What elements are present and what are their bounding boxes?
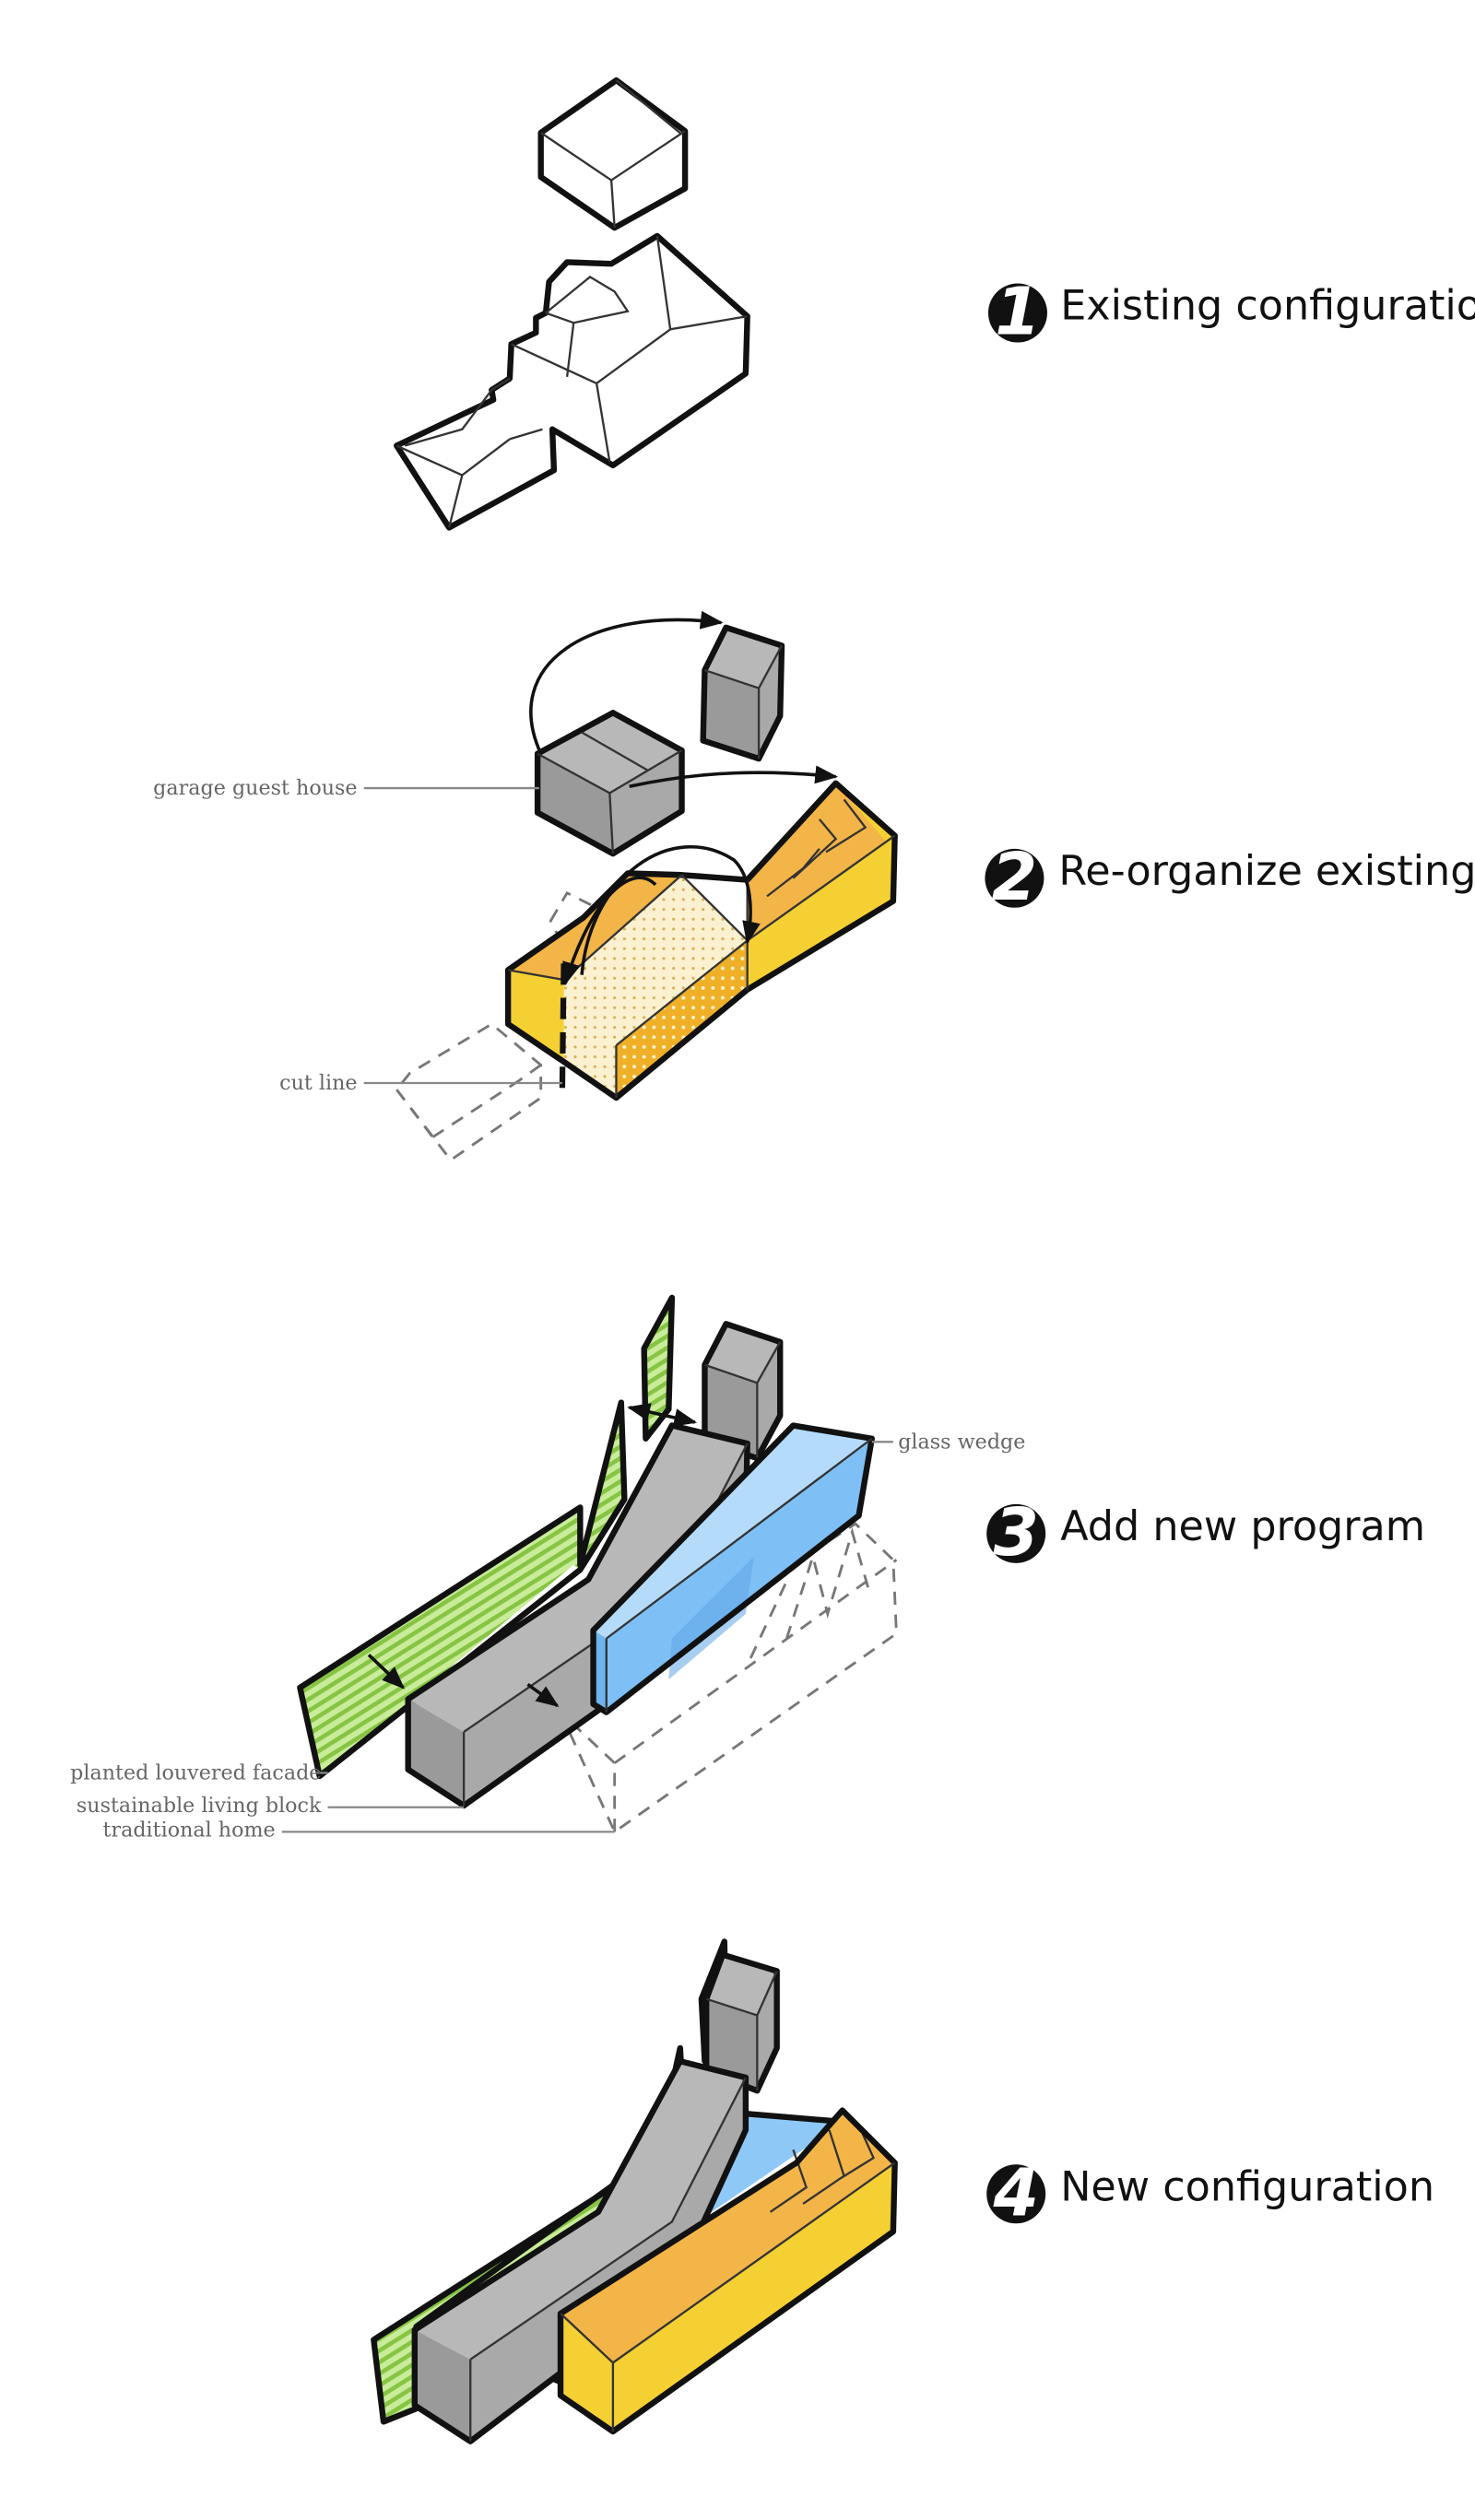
step-1-drawing [394,77,750,531]
step-2-number: 2 [992,839,1037,915]
step-4-title: New configuration [1060,2163,1434,2210]
arc-arrow-bar [629,765,839,789]
label-cut-line: cut line [279,1071,357,1095]
step-1-number-circle [987,283,1047,343]
step-2-badge: 2 Re-organize existing program [985,839,1475,915]
label-sustainable-living-block: sustainable living block [77,1794,322,1818]
label-traditional-home: traditional home [103,1819,276,1843]
step-4-badge: 4 New configuration [986,2154,1434,2231]
step-1-number: 1 [995,274,1040,350]
arc-arrow-swap-2 [562,876,657,985]
step-4-number-circle [986,2164,1046,2224]
arc-arrow-swap [580,844,761,975]
traditional-home-ghost [559,1522,898,1834]
house-bar [504,780,898,1101]
label-garage-guest-house: garage guest house [153,776,357,800]
step-1-title: Existing configuration [1060,283,1475,330]
step-3-title: Add new program [1060,1503,1425,1550]
step-3-number-circle [986,1503,1046,1563]
house-massing-1 [394,232,750,531]
living-block-final [411,2058,749,2444]
step-1-badge: 1 Existing configuration [987,274,1475,350]
garage-block-4 [703,1951,780,2094]
garage-moved-block [700,624,785,762]
step-3-drawing: glass wedge planted louvered facade sust… [70,1294,1025,1843]
step-2-title: Re-organize existing program [1058,848,1475,895]
house-bar-final [557,2107,898,2435]
garage-massing-1 [537,77,689,231]
step-2-number-circle [985,848,1044,908]
arc-arrow-garage [529,610,724,755]
label-planted-louvered-facade: planted louvered facade [70,1761,321,1785]
step-4-drawing [371,1938,898,2444]
step-3-badge: 3 Add new program [986,1494,1425,1571]
label-glass-wedge: glass wedge [898,1430,1025,1454]
step-4-number: 4 [992,2154,1038,2231]
step-3-number: 3 [993,1494,1038,1571]
step-2-drawing: garage guest house cut line [153,610,898,1162]
glass-wedge [590,1422,875,1715]
garage-guest-house-block [534,710,685,857]
